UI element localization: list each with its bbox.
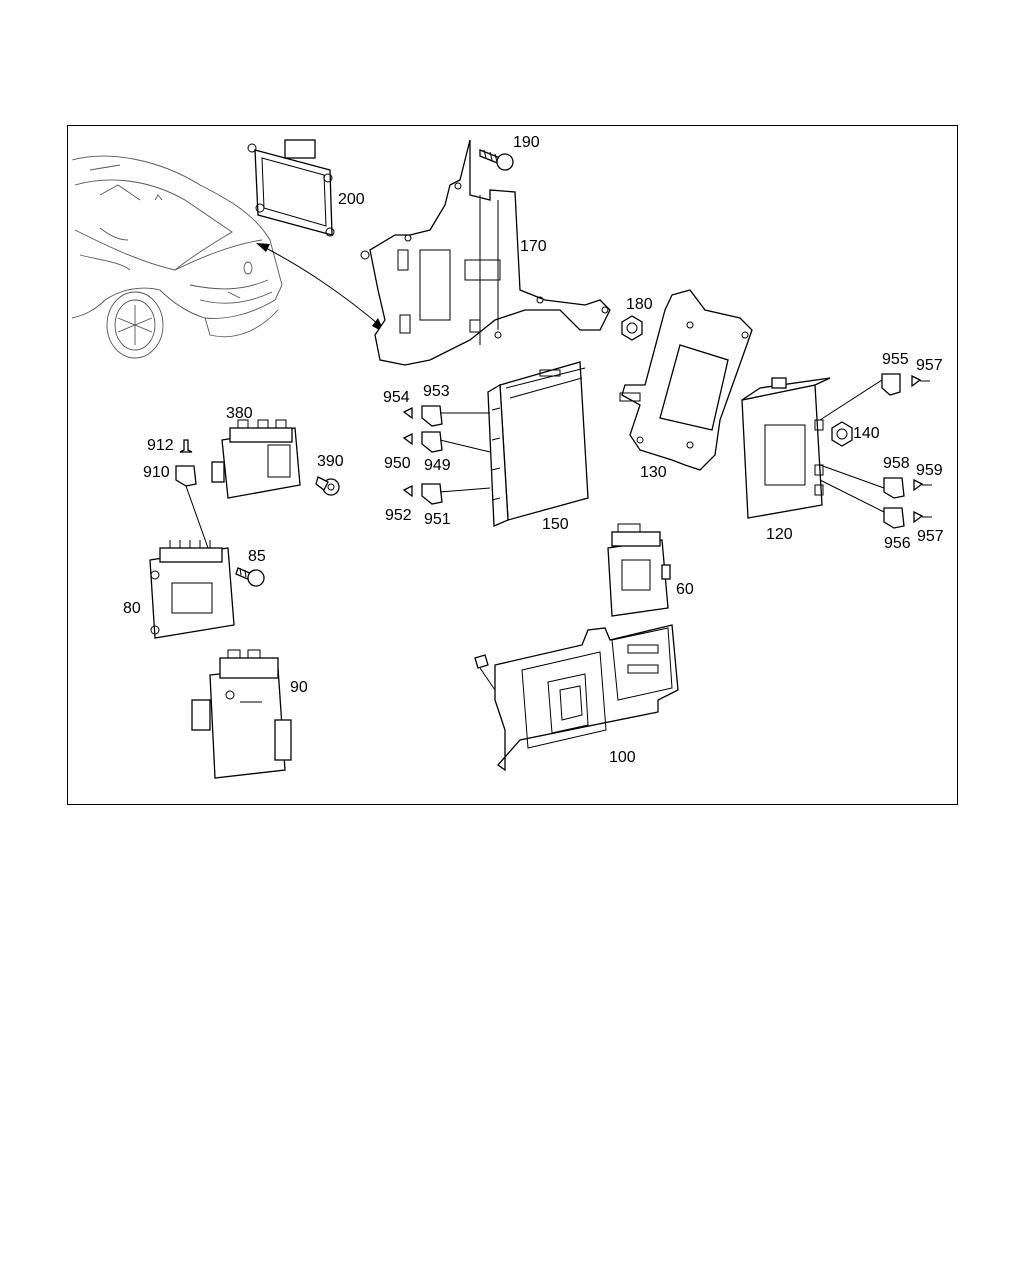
part-190-bolt [479,149,514,171]
part-80-control-unit [149,540,235,639]
label-170: 170 [520,238,547,255]
label-60: 60 [676,581,694,598]
label-140: 140 [853,425,880,442]
part-170-bracket [360,139,611,366]
part-912-pin [179,439,193,453]
connector-956 [883,507,932,529]
label-180: 180 [626,296,653,313]
label-956: 956 [884,535,911,552]
connector-949 [402,431,443,453]
part-90-control-unit [191,649,292,779]
label-958: 958 [883,455,910,472]
label-957-bottom: 957 [917,528,944,545]
label-80: 80 [123,600,141,617]
label-150: 150 [542,516,569,533]
part-85-screw [235,567,265,587]
diagram-frame [67,125,958,805]
label-130: 130 [640,464,667,481]
label-954: 954 [383,389,410,406]
part-390-bolt [315,476,340,496]
part-910-connector [175,465,197,487]
part-380-control-unit [211,419,301,499]
part-130-frame [619,289,753,471]
label-952: 952 [385,507,412,524]
label-190: 190 [513,134,540,151]
car-illustration [71,155,283,359]
label-950: 950 [384,455,411,472]
label-120: 120 [766,526,793,543]
connector-958 [883,477,932,499]
label-912: 912 [147,437,174,454]
label-949: 949 [424,457,451,474]
label-100: 100 [609,749,636,766]
part-labels: 190 200 170 180 955 957 954 953 380 912 … [123,134,944,766]
part-100-tray [474,624,679,772]
label-390: 390 [317,453,344,470]
label-380: 380 [226,405,253,422]
part-140-nut [831,421,853,447]
label-951: 951 [424,511,451,528]
connector-953 [402,405,443,427]
part-60-control-unit [607,523,671,617]
connector-955 [881,373,930,396]
label-955: 955 [882,351,909,368]
location-arrow [256,243,386,333]
label-85: 85 [248,548,266,565]
label-910: 910 [143,464,170,481]
connector-951 [402,483,443,505]
label-90: 90 [290,679,308,696]
label-959: 959 [916,462,943,479]
label-953: 953 [423,383,450,400]
part-150-control-unit [487,361,589,527]
part-120-control-unit [741,377,831,519]
part-200-control-unit [247,139,335,237]
part-180-nut [621,315,643,341]
label-200: 200 [338,191,365,208]
label-957-top: 957 [916,357,943,374]
